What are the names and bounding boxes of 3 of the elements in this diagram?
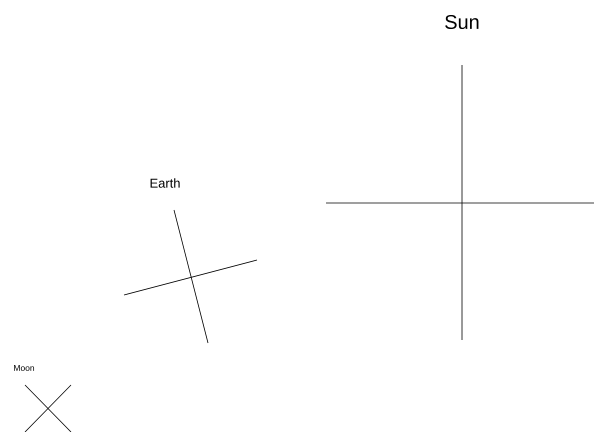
body-label: Moon xyxy=(14,365,34,371)
body-label: Earth xyxy=(150,178,180,188)
body-label: Sun xyxy=(445,14,478,30)
